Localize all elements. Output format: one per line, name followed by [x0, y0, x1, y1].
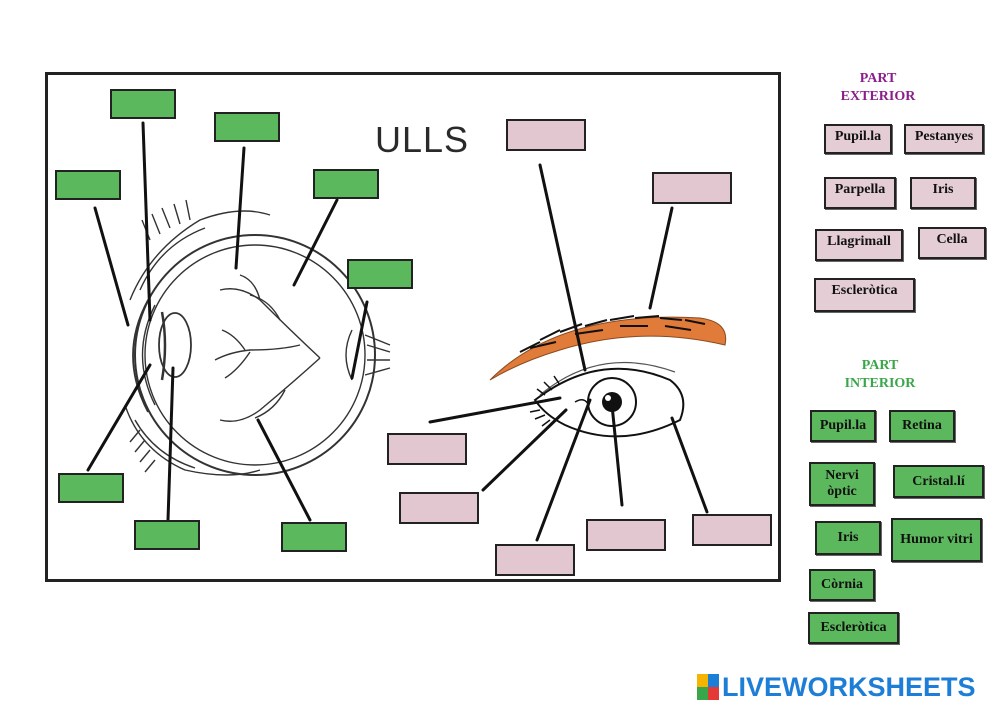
- chip-interior-humor-vitri[interactable]: Humor vitri: [891, 518, 982, 562]
- liveworksheets-logo: LIVEWORKSHEETS: [697, 672, 976, 702]
- chip-exterior-llagrimall[interactable]: Llagrimall: [815, 229, 903, 261]
- interior-heading-line2: INTERIOR: [844, 376, 916, 391]
- interior-heading: PART INTERIOR: [820, 357, 940, 393]
- chip-exterior-pupilla[interactable]: Pupil.la: [824, 124, 892, 154]
- chip-interior-pupilla[interactable]: Pupil.la: [810, 410, 876, 442]
- answer-slot-interior[interactable]: [313, 169, 379, 199]
- liveworksheets-logo-icon: [697, 674, 719, 700]
- logo-text: LIVEWORKSHEETS: [722, 671, 976, 702]
- leader-lines: [86, 121, 709, 542]
- chip-interior-esclerotica[interactable]: Escleròtica: [808, 612, 899, 644]
- answer-slot-exterior[interactable]: [506, 119, 586, 151]
- chip-exterior-cella[interactable]: Cella: [918, 227, 986, 259]
- answer-slot-interior[interactable]: [110, 89, 176, 119]
- chip-exterior-iris[interactable]: Iris: [910, 177, 976, 209]
- chip-exterior-pestanyes[interactable]: Pestanyes: [904, 124, 984, 154]
- answer-slot-interior[interactable]: [347, 259, 413, 289]
- answer-slot-exterior[interactable]: [399, 492, 479, 524]
- chip-interior-cristalli[interactable]: Cristal.lí: [893, 465, 984, 498]
- answer-slot-exterior[interactable]: [586, 519, 666, 551]
- answer-slot-interior[interactable]: [214, 112, 280, 142]
- exterior-heading-line1: PART: [859, 71, 897, 86]
- answer-slot-interior[interactable]: [281, 522, 347, 552]
- chip-interior-retina[interactable]: Retina: [889, 410, 955, 442]
- answer-slot-exterior[interactable]: [692, 514, 772, 546]
- answer-slot-exterior[interactable]: [387, 433, 467, 465]
- worksheet-title: ULLS: [375, 119, 470, 160]
- exterior-heading-line2: EXTERIOR: [840, 89, 916, 104]
- interior-heading-line1: PART: [861, 358, 899, 373]
- eye-exterior: [489, 315, 727, 438]
- answer-slot-exterior[interactable]: [652, 172, 732, 204]
- chip-exterior-parpella[interactable]: Parpella: [824, 177, 896, 209]
- chip-exterior-esclerotica[interactable]: Escleròtica: [814, 278, 915, 312]
- answer-slot-exterior[interactable]: [495, 544, 575, 576]
- exterior-heading: PART EXTERIOR: [818, 70, 938, 106]
- answer-slot-interior[interactable]: [58, 473, 124, 503]
- chip-interior-cornia[interactable]: Còrnia: [809, 569, 875, 601]
- eye-cross-section: [124, 199, 391, 476]
- answer-slot-interior[interactable]: [134, 520, 200, 550]
- answer-slot-interior[interactable]: [55, 170, 121, 200]
- chip-interior-iris[interactable]: Iris: [815, 521, 881, 555]
- chip-interior-nervi-optic[interactable]: Nervi òptic: [809, 462, 875, 506]
